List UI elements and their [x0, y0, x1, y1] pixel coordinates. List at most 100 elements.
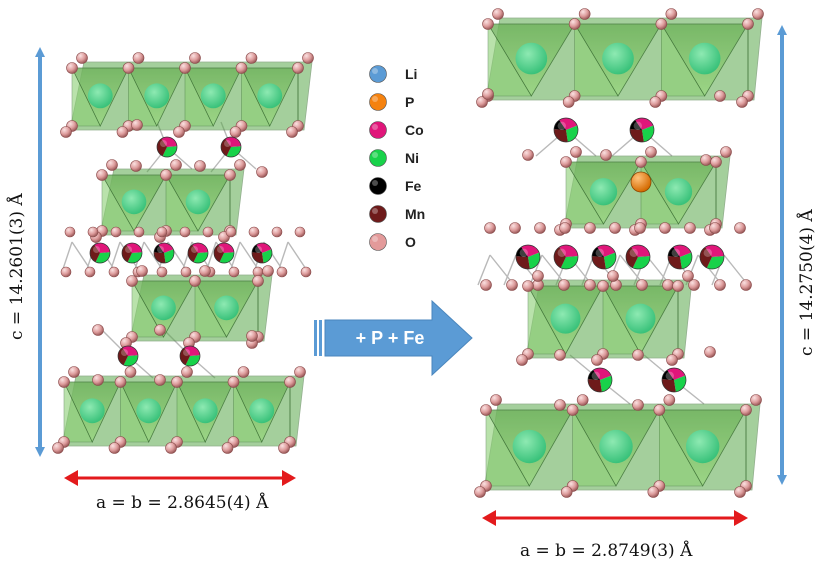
atom-outline [553, 117, 579, 143]
atom-highlight [217, 246, 224, 253]
legend-item-p: P [369, 93, 414, 111]
atom-outline [591, 244, 617, 270]
atom-outline [117, 345, 139, 367]
oxygen-atom [666, 354, 678, 366]
legend-item-o: O [369, 233, 416, 251]
transition-metal-atom [121, 242, 143, 264]
legend-swatch [369, 205, 387, 223]
atom-sector [700, 247, 712, 268]
oxygen-atom [649, 96, 662, 108]
oxygen-atom [92, 374, 104, 386]
right-atoms [474, 8, 764, 498]
oxygen-atom [179, 226, 191, 238]
octahedron-face [71, 67, 101, 127]
oxygen-atom [750, 394, 762, 406]
oxygen-atom [516, 354, 528, 366]
oxygen-atom [688, 279, 700, 291]
atom-sector [516, 256, 530, 270]
atom-highlight [633, 121, 642, 130]
transition-metal-atom [251, 242, 273, 264]
atom-sector [122, 346, 138, 356]
atom-sector [126, 243, 142, 253]
center-atom [214, 295, 239, 321]
atom-sector [662, 370, 674, 380]
oxygen-atom [133, 226, 145, 238]
legend-swatch-highlight [372, 180, 378, 186]
oxygen-atom [235, 62, 248, 74]
atom-highlight [519, 248, 528, 257]
atom-highlight [255, 246, 262, 253]
oxygen-atom [752, 8, 764, 20]
atom-highlight [160, 140, 167, 147]
left-a-axis-arrow [64, 470, 296, 486]
oxygen-atom [522, 149, 534, 161]
left-crystal-structure [52, 52, 314, 454]
atom-highlight [183, 349, 190, 356]
oxygen-atom [740, 404, 752, 416]
atom-sector [256, 243, 272, 253]
oxygen-atom [709, 222, 721, 234]
oxygen-atom [256, 166, 268, 178]
atom-sector [252, 252, 264, 263]
oxygen-atom [490, 394, 502, 406]
oxygen-atom [659, 222, 671, 234]
oxygen-atom [108, 442, 121, 454]
oxygen-atom [286, 126, 298, 138]
oxygen-atom [714, 90, 726, 102]
atom-sector [214, 244, 224, 263]
transition-metal-atom [515, 244, 541, 270]
oxygen-atom [578, 8, 591, 20]
transition-metal-atom [213, 242, 235, 264]
legend-item-li: Li [369, 65, 417, 83]
transition-metal-atom [179, 345, 201, 367]
oxygen-atom [662, 279, 674, 291]
transition-metal-atom [153, 242, 175, 264]
oxygen-atom [591, 354, 603, 366]
legend-label: Li [405, 66, 417, 82]
transition-metal-atom [553, 117, 579, 143]
oxygen-atom [116, 126, 129, 138]
atom-sector [631, 245, 650, 257]
center-atom [249, 398, 275, 424]
legend-swatch-highlight [372, 152, 378, 158]
atom-sector [705, 245, 724, 257]
oxygen-atom [189, 52, 201, 64]
center-atom [136, 398, 162, 424]
left-octahedra-layers [61, 61, 313, 447]
oxygen-atom [480, 404, 492, 416]
atom-highlight [671, 248, 680, 257]
atom-highlight [157, 246, 164, 253]
oxygen-atom [636, 279, 648, 291]
atom-highlight [665, 371, 674, 380]
oxygen-atom [294, 226, 306, 238]
atom-sector [662, 379, 676, 393]
oxygen-atom [68, 366, 80, 378]
oxygen-atom [720, 146, 732, 158]
transition-metal-atom [661, 367, 687, 393]
atom-sector [593, 368, 612, 380]
atom-outline [515, 244, 541, 270]
legend-swatch [369, 149, 387, 167]
oxygen-atom [131, 119, 143, 131]
atom-outline [121, 242, 143, 264]
oxygen-atom [294, 366, 306, 378]
oxygen-atom [710, 156, 722, 168]
bond-line [503, 254, 517, 286]
oxygen-atom [248, 226, 260, 238]
oxygen-atom [179, 62, 191, 74]
oxygen-atom [66, 62, 78, 74]
oxygen-atom [228, 266, 240, 278]
oxygen-atom [96, 169, 108, 181]
legend-item-fe: Fe [369, 177, 422, 195]
left-a-axis-label: a = b = 2.8645(4) Å [96, 492, 269, 513]
oxygen-atom [229, 126, 242, 138]
oxygen-atom [224, 169, 236, 181]
octahedron-face [184, 67, 214, 127]
transformation-arrow [314, 299, 473, 377]
oxygen-atom [60, 266, 72, 278]
phosphorus-atom [630, 171, 652, 193]
oxygen-atom [570, 146, 582, 158]
bond-line [477, 254, 491, 286]
center-atom [512, 429, 547, 464]
atom-sector [154, 252, 166, 263]
